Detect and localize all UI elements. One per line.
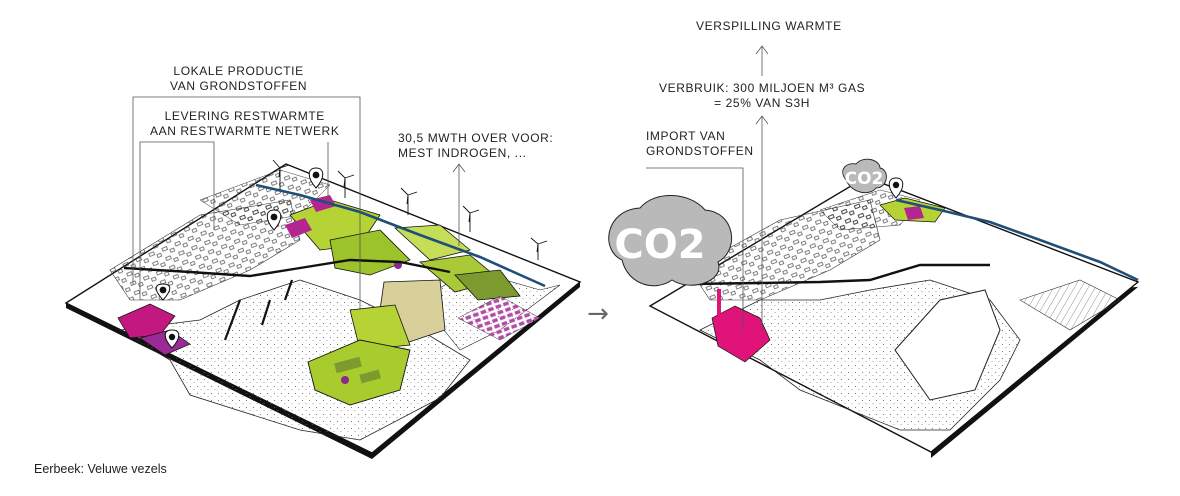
label-residual-heat: LEVERING RESTWARMTE AAN RESTWARMTE NETWE… — [150, 109, 339, 139]
label-import: IMPORT VAN GRONDSTOFFEN — [646, 129, 754, 159]
label-local-production-line1: LOKALE PRODUCTIE — [173, 64, 304, 78]
left-urban-area — [109, 199, 301, 301]
left-pin-3 — [308, 167, 324, 189]
left-industry-1 — [117, 303, 176, 339]
left-solar-park — [457, 295, 541, 341]
label-surplus: 30,5 MWTH OVER VOOR: MEST INDROGEN, ... — [398, 131, 553, 161]
right-clearing — [894, 289, 1001, 401]
label-consumption-line2: = 25% VAN S3H — [714, 96, 811, 110]
left-pin-2 — [266, 209, 282, 231]
left-heat-network — [223, 279, 294, 341]
label-import-line2: GRONDSTOFFEN — [646, 144, 754, 158]
left-field-6 — [349, 304, 411, 351]
right-factory — [711, 305, 771, 363]
right-industrial-east — [1019, 279, 1121, 331]
right-factory-chimney — [717, 289, 721, 315]
right-main-road — [687, 263, 990, 286]
right-pin — [888, 177, 904, 199]
left-field-7-marker — [341, 376, 349, 384]
label-local-production: LOKALE PRODUCTIE VAN GRONDSTOFFEN — [170, 64, 307, 94]
right-isometric-map: CO2 CO2 — [608, 45, 1140, 458]
label-residual-heat-line2: AAN RESTWARMTE NETWERK — [150, 124, 340, 138]
left-industry-3 — [285, 218, 312, 238]
label-surplus-line2: MEST INDROGEN, ... — [398, 146, 527, 160]
left-field-7-plot-a — [334, 356, 362, 374]
label-import-line1: IMPORT VAN — [646, 129, 726, 143]
left-pin-1 — [155, 283, 171, 301]
label-consumption-line1: VERBRUIK: 300 MILJOEN M³ GAS — [659, 81, 866, 95]
left-field-7 — [307, 339, 411, 406]
left-river — [255, 183, 546, 288]
figure-caption: Eerbeek: Veluwe vezels — [34, 462, 167, 476]
left-field-5 — [454, 269, 521, 301]
right-river — [895, 198, 1139, 282]
label-consumption: VERBRUIK: 300 MILJOEN M³ GAS = 25% VAN S… — [659, 81, 865, 111]
label-local-production-line2: VAN GRONDSTOFFEN — [170, 79, 308, 93]
left-leader-lines — [132, 96, 466, 310]
co2-large-text: CO2 — [614, 222, 705, 268]
label-waste-heat: VERSPILLING WARMTE — [696, 19, 842, 33]
right-factory-north — [904, 206, 924, 220]
transition-arrow: → — [587, 299, 609, 329]
left-field-7-plot-b — [359, 369, 381, 384]
co2-cloud-large: CO2 — [608, 195, 733, 287]
label-surplus-line1: 30,5 MWTH OVER VOOR: — [398, 131, 554, 145]
left-pin-4 — [164, 329, 180, 349]
left-isometric-map — [64, 96, 582, 459]
co2-cloud-small: CO2 — [842, 158, 887, 194]
right-leader-lines — [646, 45, 769, 330]
left-slab-edge — [66, 282, 580, 459]
left-main-road — [123, 258, 451, 278]
left-wind-turbines — [272, 159, 548, 260]
co2-small-text: CO2 — [845, 169, 884, 189]
label-residual-heat-line1: LEVERING RESTWARMTE — [164, 109, 325, 123]
